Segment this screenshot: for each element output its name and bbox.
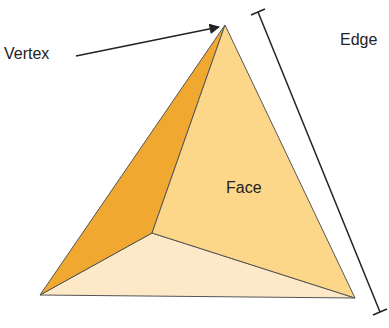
dimension-tick: [251, 9, 265, 15]
dimension-line: [258, 12, 380, 312]
vertex-label: Vertex: [4, 44, 49, 63]
leader-arrow: [76, 27, 219, 56]
dimension-tick: [373, 309, 387, 315]
edge-label: Edge: [340, 30, 377, 49]
face-label: Face: [226, 178, 262, 197]
front-face: [152, 25, 355, 298]
